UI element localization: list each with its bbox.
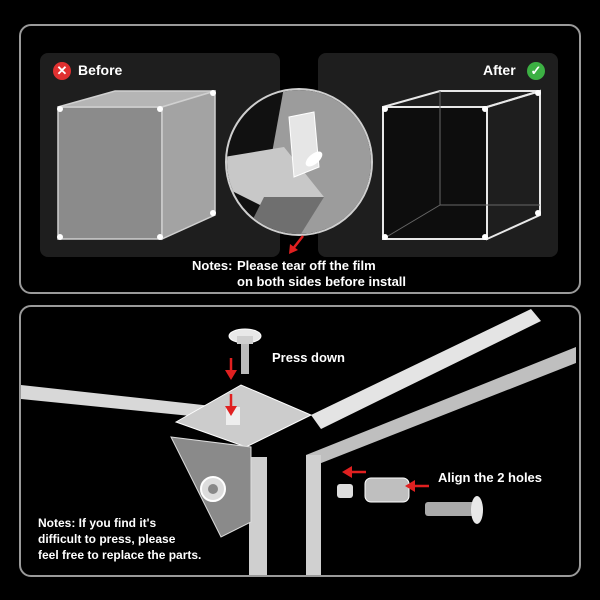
comparison-panel xyxy=(19,24,581,294)
bottom-notes-line3: feel free to replace the parts. xyxy=(38,548,202,562)
bottom-notes-line1: Notes: If you find it's xyxy=(38,516,157,530)
acrylic-corner-image xyxy=(21,309,576,575)
down-arrow-2 xyxy=(225,394,237,416)
down-arrow-1 xyxy=(225,358,237,380)
bottom-notes-line2: difficult to press, please xyxy=(38,532,176,546)
after-label: After xyxy=(483,62,516,78)
assembly-panel xyxy=(19,305,581,577)
check-icon: ✓ xyxy=(527,62,545,80)
x-icon: ✕ xyxy=(53,62,71,80)
left-arrow-2 xyxy=(405,480,429,492)
press-down-label: Press down xyxy=(272,350,345,365)
top-notes-prefix: Notes: xyxy=(192,258,233,273)
left-arrow-1 xyxy=(342,466,366,478)
before-label: Before xyxy=(78,62,123,78)
top-notes-line2: on both sides before install xyxy=(237,274,407,289)
top-notes-line1: Please tear off the film xyxy=(237,258,376,273)
film-closeup-image xyxy=(225,88,373,236)
bolt-parts-image xyxy=(337,477,483,524)
frosted-cube-image xyxy=(57,89,216,241)
clear-cube-image xyxy=(382,89,541,241)
align-holes-label: Align the 2 holes xyxy=(438,470,543,485)
screw-image xyxy=(228,328,262,374)
pointer-arrow xyxy=(289,235,304,254)
